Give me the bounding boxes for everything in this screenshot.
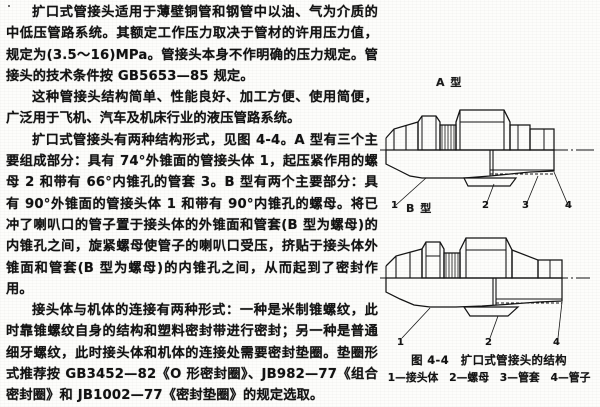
paragraph-3: 扩口式管接头有两种结构形式，见图 4-4。A 型有三个主要组成部分：具有 74°… (6, 132, 378, 297)
figure-type-b-label: B 型 (406, 202, 433, 215)
figure-column: A 型 B 型 (378, 0, 600, 407)
callout-a-4: 4 (565, 200, 572, 211)
figure-caption-title: 图 4-4 扩口式管接头的结构 (411, 353, 567, 367)
figure-caption: 图 4-4 扩口式管接头的结构 1—接头体 2—螺母 3—管套 4—管子 (378, 352, 600, 386)
figure-type-a-label: A 型 (436, 76, 463, 89)
body-text-column: 扩口式管接头适用于薄壁铜管和钢管中以油、气为介质的中低压管路系统。其额定工作压力… (6, 2, 378, 407)
paragraph-1: 扩口式管接头适用于薄壁铜管和钢管中以油、气为介质的中低压管路系统。其额定工作压力… (6, 5, 378, 84)
callout-a-2: 2 (482, 200, 489, 211)
paragraph-4: 接头体与机体的连接有两种形式：一种是米制锥螺纹，此时靠锥螺纹自身的结构和塑料密封… (6, 303, 378, 404)
figure-a-drawing (380, 109, 594, 206)
callout-b-4: 4 (553, 337, 560, 348)
callout-a-3: 3 (522, 200, 529, 211)
callout-b-1: 1 (397, 337, 404, 348)
callout-b-2: 2 (485, 337, 492, 348)
figure-b-drawing (380, 237, 590, 339)
callout-a-1: 1 (391, 200, 398, 211)
scan-artifact-dot (8, 5, 10, 7)
figure-caption-legend: 1—接头体 2—螺母 3—管套 4—管子 (387, 371, 591, 384)
paragraph-2: 这种管接头结构简单、性能良好、加工方便、使用简便，广泛用于飞机、汽车及机床行业的… (6, 90, 378, 127)
